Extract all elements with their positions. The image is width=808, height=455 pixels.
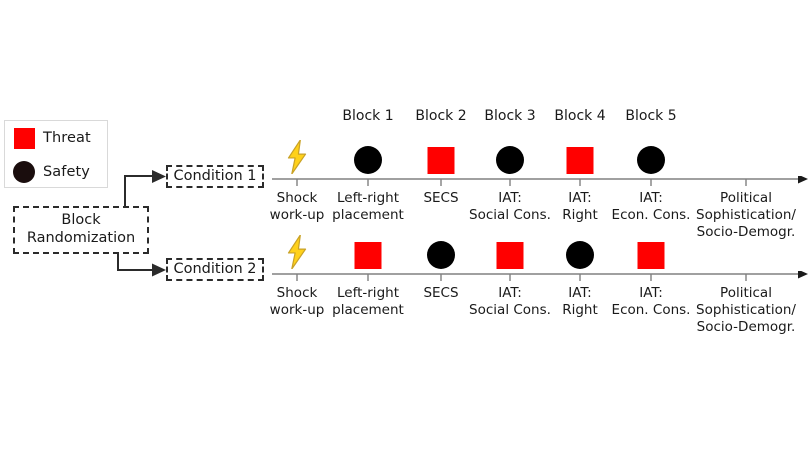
timeline-condition-1: Block 1 Block 2 Block 3 Block 4 Block 5 Shoc… [269, 108, 808, 242]
black-circle-icon [5, 161, 43, 183]
axis-condition-2 [272, 271, 808, 281]
tick-label-4: IAT:Social Cons. [469, 190, 551, 223]
red-square-icon [5, 127, 43, 149]
safety-marker [566, 241, 594, 269]
condition-2-label: Condition 2 [173, 260, 257, 277]
safety-marker [354, 146, 382, 174]
axis-condition-1 [272, 176, 808, 186]
block-header-1: Block 1 [342, 108, 394, 124]
safety-marker [496, 146, 524, 174]
shock-bolt-icon [283, 235, 311, 269]
block-header-2: Block 2 [415, 108, 467, 124]
threat-marker [496, 242, 524, 269]
safety-marker [637, 146, 665, 174]
tick-label-3: SECS [423, 190, 459, 206]
threat-marker [566, 147, 594, 174]
block-header-4: Block 4 [554, 108, 606, 124]
block-randomization-box: Block Randomization [13, 206, 149, 254]
condition-1-label: Condition 1 [173, 167, 257, 184]
tick-label-6: IAT:Econ. Cons. [611, 190, 691, 223]
block-header-5: Block 5 [625, 108, 677, 124]
legend-label-threat: Threat [43, 130, 91, 146]
tick-label-6: IAT:Econ. Cons. [611, 285, 691, 318]
condition-2-box: Condition 2 [166, 258, 264, 281]
legend-label-safety: Safety [43, 164, 90, 180]
safety-marker [427, 241, 455, 269]
legend-item-safety: Safety [5, 155, 107, 189]
tick-label-5: IAT:Right [562, 190, 598, 223]
tick-label-5: IAT:Right [562, 285, 598, 318]
shock-bolt-icon [283, 140, 311, 174]
threat-marker [427, 147, 455, 174]
condition-1-box: Condition 1 [166, 165, 264, 188]
legend-item-threat: Threat [5, 121, 107, 155]
threat-marker [354, 242, 382, 269]
block-randomization-line2: Randomization [26, 230, 136, 246]
block-randomization-line1: Block [61, 212, 101, 229]
tick-label-4: IAT:Social Cons. [469, 285, 551, 318]
block-header-3: Block 3 [484, 108, 536, 124]
marker-row-condition-2 [272, 225, 808, 271]
legend-box: Threat Safety [4, 120, 108, 188]
block-header-row: Block 1 Block 2 Block 3 Block 4 Block 5 [272, 108, 808, 130]
marker-row-condition-1 [272, 130, 808, 176]
threat-marker [637, 242, 665, 269]
tick-label-3: SECS [423, 285, 459, 301]
